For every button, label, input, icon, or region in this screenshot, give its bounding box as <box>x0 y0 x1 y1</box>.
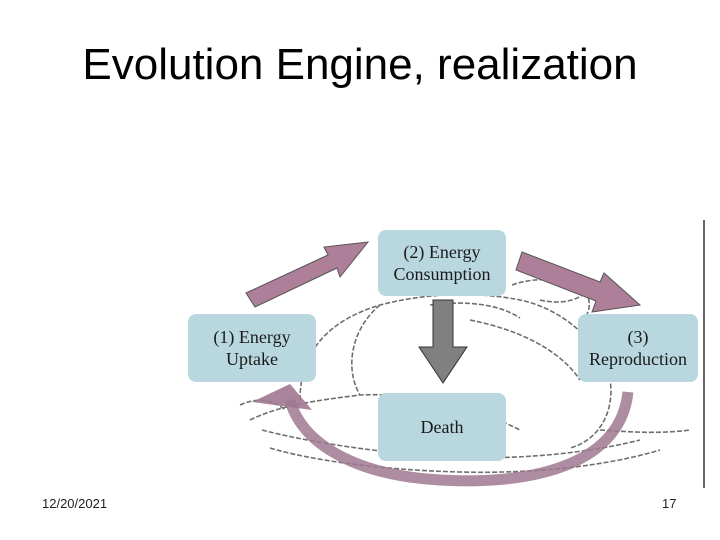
cycle-return-arrow <box>252 384 634 487</box>
reproduction-label: (3) Reproduction <box>589 326 687 370</box>
consumption-to-death-arrow <box>418 299 468 384</box>
footer-date: 12/20/2021 <box>42 496 108 511</box>
energy-consumption-label: (2) Energy Consumption <box>393 241 491 285</box>
energy-uptake-node: (1) Energy Uptake <box>188 314 316 382</box>
uptake-to-consumption-arrow <box>245 241 370 308</box>
reproduction-node: (3) Reproduction <box>578 314 698 382</box>
consumption-to-reproduction-arrow <box>515 251 642 313</box>
slide-title: Evolution Engine, realization <box>82 40 638 89</box>
death-label: Death <box>420 416 464 437</box>
footer-page-number: 17 <box>662 496 677 511</box>
energy-uptake-label: (1) Energy Uptake <box>213 326 291 370</box>
energy-consumption-node: (2) Energy Consumption <box>378 230 506 296</box>
death-node: Death <box>378 393 506 461</box>
